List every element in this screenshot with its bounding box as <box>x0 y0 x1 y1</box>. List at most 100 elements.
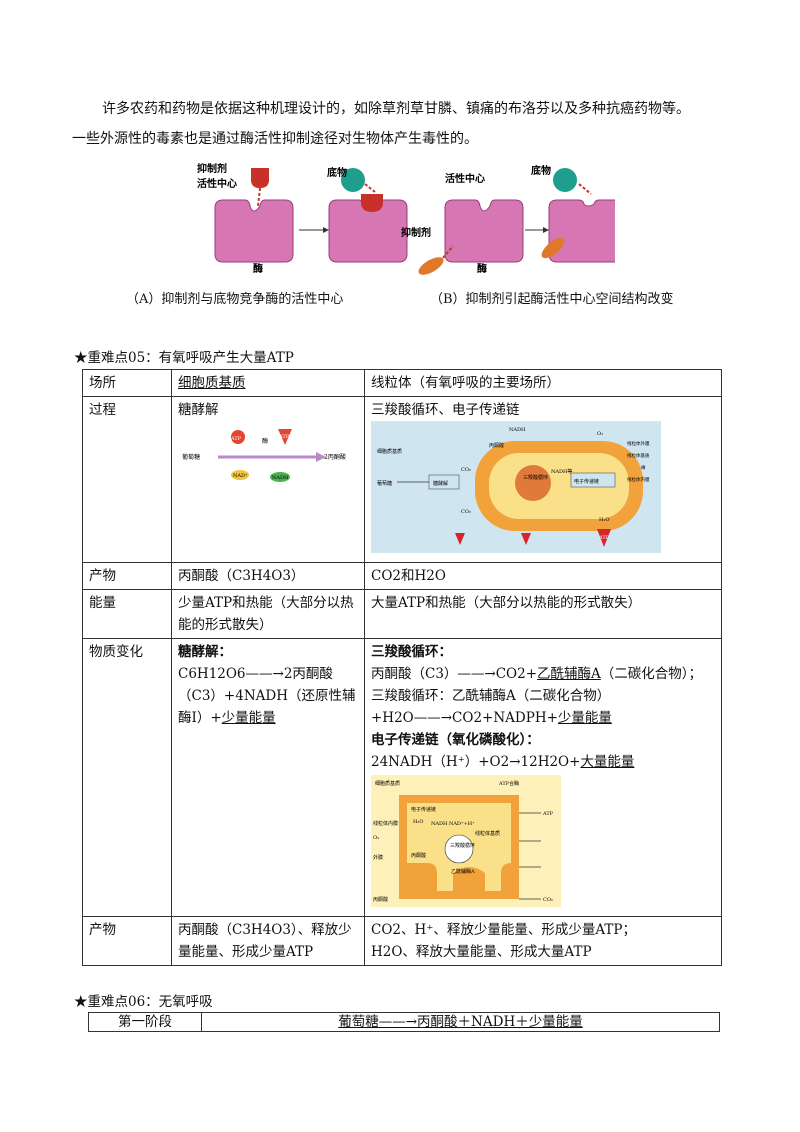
intro-paragraph-2: 一些外源性的毒素也是通过酶活性抑制途径对生物体产生毒性的。 <box>72 124 732 154</box>
label-inhibitor-b: 抑制剂 <box>401 226 431 239</box>
etc-atp: ATP <box>542 811 554 817</box>
aerobic-table: 场所 细胞质基质 线粒体（有氧呼吸的主要场所） 过程 糖酵解 ATP ATP 酶… <box>82 369 722 966</box>
enzyme-shape-b1 <box>444 199 524 263</box>
change-tca-eq2: 三羧酸循环：乙酰辅酶A（二碳化合物） <box>371 688 611 704</box>
intro-paragraph: 许多农药和药物是依据这种机理设计的，如除草剂草甘膦、镇痛的布洛芬以及多种抗癌药物… <box>72 94 732 124</box>
inhibitor-shape-a1 <box>251 168 269 188</box>
glyco-glucose: 葡萄糖 <box>182 453 200 461</box>
glyco-pyruvate: 2丙酮酸 <box>324 453 346 461</box>
etc-pyruvate: 丙酮酸 <box>411 852 426 859</box>
stage-label: 第一阶段 <box>88 1012 202 1032</box>
etc-nadh: NADH NAD⁺+H⁺ <box>431 821 475 827</box>
etc-figure: 三羧酸循环 细胞质基质 ATP合酶 电子传递链 O₂ H₂O NADH NAD⁺… <box>371 775 561 907</box>
energy-col3: 大量ATP和热能（大部分以热能的形式散失） <box>364 589 722 639</box>
mito-cytoplasm: 细胞质基质 <box>377 448 402 455</box>
etc-inner: 线粒体内膜 <box>373 820 398 827</box>
etc-pyruvate2: 丙酮酸 <box>373 896 388 903</box>
product2-col3-line1: CO2、H⁺、释放少量能量、形成少量ATP； <box>371 922 636 938</box>
mito-outer: 线粒体外膜 <box>627 440 650 447</box>
change-tca-eq1-post: （二碳化合物）； <box>600 666 703 682</box>
glyco-nadh: NADH <box>272 475 289 481</box>
change-tca-eq1-underline: 乙酰辅酶A <box>537 666 601 682</box>
etc-co2: CO₂ <box>543 897 553 903</box>
change-glyco-title: 糖酵解： <box>178 644 232 660</box>
table-row: 第一阶段 葡萄糖——→丙酮酸＋NADH＋少量能量 <box>88 1012 720 1032</box>
table-row-header: 场所 细胞质基质 线粒体（有氧呼吸的主要场所） <box>82 369 722 397</box>
stage-equation: 葡萄糖——→丙酮酸＋NADH＋少量能量 <box>338 1014 583 1030</box>
mito-ridge: 嵴 <box>641 464 646 471</box>
product2-col3-line2: H2O、释放大量能量、形成大量ATP <box>371 944 592 960</box>
caption-a: （A）抑制剂与底物竞争酶的活性中心 <box>126 292 344 307</box>
change-glyco-eq1: C6H12O6——→2丙酮酸 <box>178 666 333 682</box>
change-glyco-eq2-underline: 少量能量 <box>221 710 276 726</box>
change-tca-eq3-underline: 少量能量 <box>557 710 612 726</box>
substrate-circle-a <box>341 168 365 192</box>
product1-col2: 丙酮酸（C3H4O3） <box>171 562 365 590</box>
enzyme-inhibition-figure: 抑制剂 活性中心 酶 底物 活性中心 抑制剂 酶 底物 <box>197 162 615 275</box>
header-cytoplasm: 细胞质基质 <box>178 375 246 391</box>
label-active-site-a: 活性中心 <box>197 177 237 190</box>
mito-pyruvate: 丙酮酸 <box>489 442 504 449</box>
substrate-circle-b <box>553 168 577 192</box>
table-row-change: 物质变化 糖酵解： C6H12O6——→2丙酮酸 （C3）+4NADH（还原性辅… <box>82 638 722 917</box>
mito-h2o: H₂O <box>599 517 609 523</box>
etc-chain: 电子传递链 <box>411 806 436 813</box>
mito-glycolysis: 糖酵解 <box>433 480 448 487</box>
inhibitor-ellipse-b1 <box>418 257 444 275</box>
etc-cytoplasm: 细胞质基质 <box>375 780 400 787</box>
inhibitor-bound-a2 <box>361 194 383 212</box>
product1-col3: CO2和H2O <box>364 562 722 590</box>
glyco-enzyme: 酶 <box>262 437 268 445</box>
section05-heading: ★重难点05：有氧呼吸产生大量ATP <box>74 350 294 366</box>
enzyme-shape-b2 <box>548 199 615 263</box>
label-inhibitor-a: 抑制剂 <box>197 162 227 175</box>
intro-line-1: 许多农药和药物是依据这种机理设计的，如除草剂草甘膦、镇痛的布洛芬以及多种抗癌药物… <box>102 101 690 117</box>
glycolysis-figure: ATP ATP 酶 葡萄糖 2丙酮酸 NAD⁺ NADH <box>182 429 346 482</box>
table-row-process: 过程 糖酵解 ATP ATP 酶 葡萄糖 2丙酮酸 NAD⁺ NADH 三羧酸循… <box>82 396 722 563</box>
product2-col2: 丙酮酸（C3H4O3）、释放少量能量、形成少量ATP <box>171 916 365 966</box>
label-enzyme-b: 酶 <box>477 262 487 275</box>
mito-nadh2: NADH等 <box>551 468 572 475</box>
mito-atp: ATP <box>598 535 610 541</box>
section06-heading: ★重难点06：无氧呼吸 <box>74 994 213 1010</box>
mito-glucose: 葡萄糖 <box>377 480 392 487</box>
anaerobic-table: 第一阶段 葡萄糖——→丙酮酸＋NADH＋少量能量 <box>88 1012 720 1032</box>
caption-b: （B）抑制剂引起酶活性中心空间结构改变 <box>430 292 674 307</box>
process-glycolysis: 糖酵解 <box>178 402 219 418</box>
mito-matrix: 线粒体基质 <box>627 452 650 459</box>
label-substrate-a: 底物 <box>327 166 347 179</box>
label-enzyme-a: 酶 <box>253 262 263 275</box>
mito-nadh: NADH <box>509 427 526 433</box>
etc-h2o: H₂O <box>413 819 423 825</box>
product1-label: 产物 <box>82 562 172 590</box>
table-row-product2: 产物 丙酮酸（C3H4O3）、释放少量能量、形成少量ATP CO2、H⁺、释放少… <box>82 916 722 966</box>
mito-co2-a: CO₂ <box>461 467 471 473</box>
etc-atp-synthase: ATP合酶 <box>498 780 519 787</box>
mito-o2: O₂ <box>597 431 603 437</box>
inhibitor-ellipse-b2 <box>541 237 565 259</box>
change-tca-eq3: +H2O——→CO2+NADPH+ <box>371 710 558 726</box>
label-substrate-b: 底物 <box>531 164 551 177</box>
etc-matrix: 线粒体基质 <box>475 830 500 837</box>
glyco-atp2: ATP <box>278 434 290 440</box>
header-mitochondria: 线粒体（有氧呼吸的主要场所） <box>364 369 722 397</box>
process-tca-etc: 三羧酸循环、电子传递链 <box>371 402 520 418</box>
header-place: 场所 <box>82 369 172 397</box>
label-active-site-b: 活性中心 <box>445 172 485 185</box>
change-etc-eq-underline: 大量能量 <box>580 754 635 770</box>
etc-tca: 三羧酸循环 <box>450 842 475 849</box>
product2-label: 产物 <box>82 916 172 966</box>
table-row-product1: 产物 丙酮酸（C3H4O3） CO2和H2O <box>82 562 722 590</box>
energy-col2: 少量ATP和热能（大部分以热能的形式散失） <box>171 589 365 639</box>
change-glyco-eq2: （C3）+4NADH（还原性辅酶Ⅰ）+ <box>178 688 356 726</box>
change-etc-eq: 24NADH（H⁺）+O2→12H2O+ <box>371 754 581 770</box>
mitochondria-figure: 三羧酸循环 电子传递链 糖酵解 葡萄糖 细胞质基质 NADH 丙酮酸 NADH等… <box>371 421 661 553</box>
enzyme-shape-a1 <box>214 199 294 263</box>
mito-tca: 三羧酸循环 <box>523 474 548 481</box>
change-tca-title: 三羧酸循环： <box>371 644 452 660</box>
glyco-atp1: ATP <box>230 436 242 442</box>
mito-inner: 线粒体内膜 <box>627 476 650 483</box>
etc-acetyl: 乙酰辅酶A <box>451 868 475 875</box>
change-tca-eq1: 丙酮酸（C3）——→CO2+ <box>371 666 538 682</box>
mito-co2-b: CO₂ <box>461 509 471 515</box>
